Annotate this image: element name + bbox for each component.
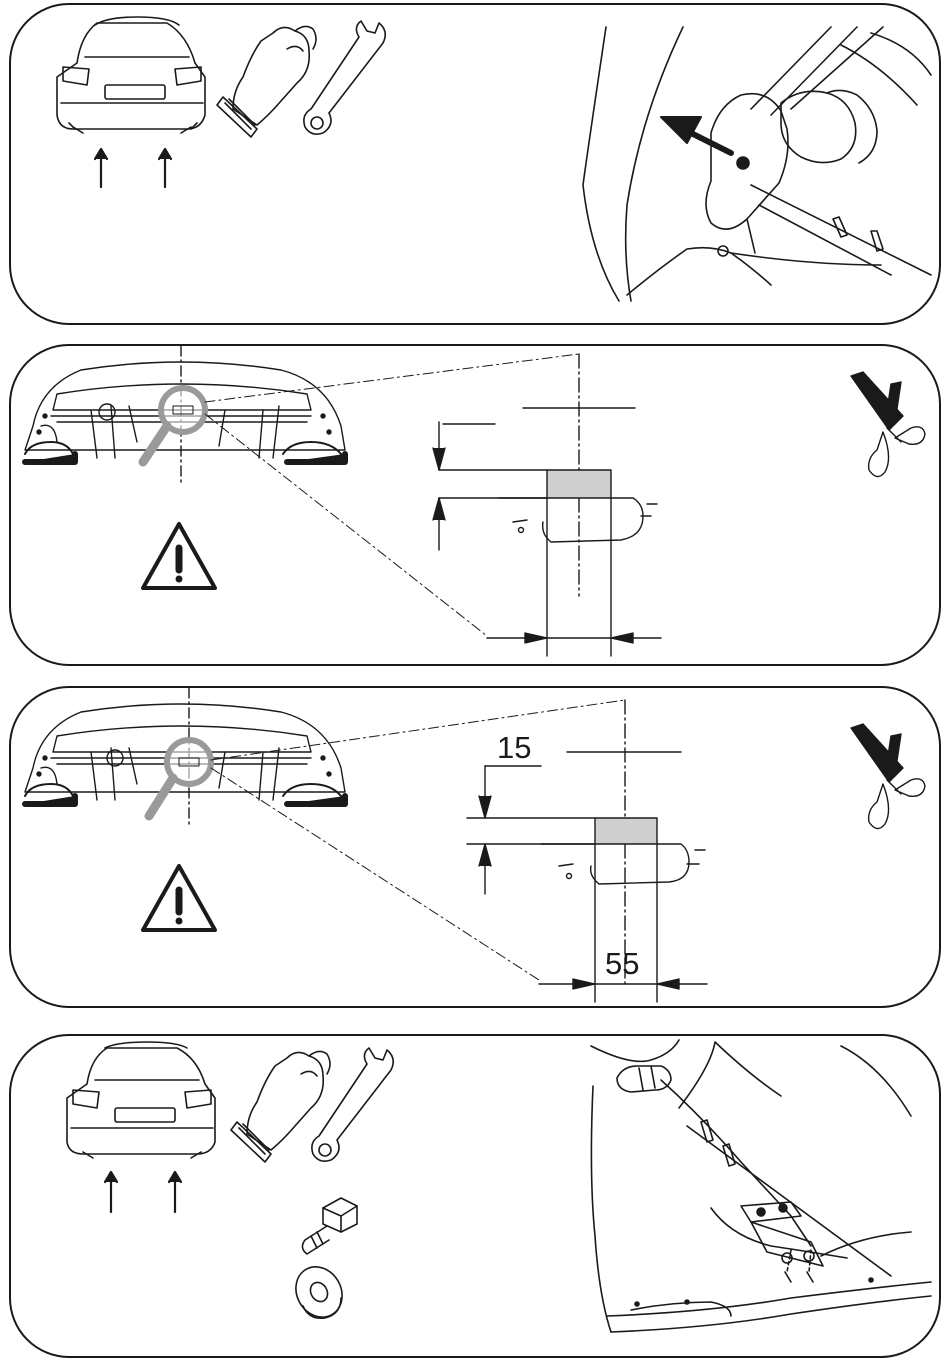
wrench-icon [312, 1048, 393, 1161]
leader-lines [211, 700, 625, 980]
towbar-mount-detail [591, 1040, 931, 1332]
scissors-icon [851, 372, 925, 477]
step-2-panel [9, 344, 941, 666]
cut-tab [547, 470, 611, 498]
arrow-up-icon [95, 149, 171, 187]
warning-icon [143, 866, 215, 930]
warning-icon [143, 524, 215, 588]
magnifier-icon [143, 388, 205, 462]
step-1-panel [9, 3, 941, 325]
car-rear-icon [67, 1042, 215, 1158]
step-4-panel [9, 1034, 941, 1358]
arrow-up-icon [105, 1172, 181, 1212]
leader-lines [205, 354, 579, 636]
dimension-top-label: 15 [497, 732, 531, 763]
washer-icon [287, 1258, 351, 1325]
bumper-bracket-detail [583, 27, 931, 301]
car-rear-icon [57, 17, 205, 133]
scissors-icon [851, 724, 925, 829]
cut-detail-drawing [433, 354, 661, 656]
glove-icon [231, 1051, 330, 1162]
step-3-panel: 15 55 [9, 686, 941, 1008]
glove-icon [217, 26, 316, 137]
cut-tab [595, 818, 657, 844]
dimension-bottom-label: 55 [605, 948, 639, 979]
bolt-icon [302, 1198, 357, 1254]
direction-arrow [661, 117, 731, 153]
